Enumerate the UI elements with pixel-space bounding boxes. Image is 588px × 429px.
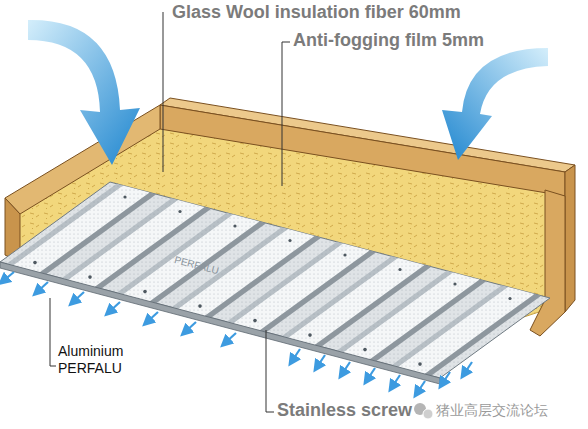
panel-perforation bbox=[0, 182, 550, 378]
air-arrow bbox=[464, 362, 472, 374]
screw bbox=[178, 210, 181, 213]
screw bbox=[233, 224, 236, 227]
airflow-arrow bbox=[442, 48, 548, 160]
screw bbox=[453, 282, 456, 285]
wood-beam-right bbox=[530, 190, 565, 336]
screw bbox=[308, 333, 312, 337]
screw bbox=[88, 275, 92, 279]
leader-lines bbox=[50, 12, 290, 412]
wood-beam-back bbox=[160, 105, 565, 196]
air-arrow bbox=[225, 333, 236, 343]
screw bbox=[418, 362, 422, 366]
air-arrow bbox=[185, 322, 196, 332]
air-arrow bbox=[147, 312, 158, 322]
screw bbox=[508, 297, 511, 300]
leader-line bbox=[163, 12, 164, 172]
air-arrow bbox=[317, 355, 325, 367]
air-arrow bbox=[442, 372, 450, 384]
air-arrow bbox=[417, 381, 425, 393]
screw bbox=[398, 268, 401, 271]
screw bbox=[253, 319, 257, 323]
screw bbox=[288, 239, 291, 242]
air-out-arrows bbox=[3, 272, 472, 393]
wood-beam-right-face bbox=[565, 165, 575, 312]
part-label: Stainless screw bbox=[277, 400, 412, 421]
part-label: Glass Wool insulation fiber 60mm bbox=[172, 2, 461, 23]
air-arrow bbox=[392, 375, 400, 387]
part-label: Aluminium PERFALU bbox=[58, 343, 132, 377]
air-arrow bbox=[109, 302, 120, 312]
air-arrow bbox=[367, 368, 375, 380]
aluminium-panel bbox=[0, 182, 550, 378]
screw bbox=[363, 348, 367, 352]
leader-line bbox=[282, 42, 290, 186]
panel-edge bbox=[0, 262, 440, 384]
air-arrow bbox=[37, 282, 48, 292]
air-arrow bbox=[292, 349, 300, 361]
watermark-icon bbox=[423, 409, 433, 419]
screw bbox=[33, 261, 37, 265]
leader-line bbox=[50, 298, 56, 366]
screw bbox=[343, 253, 346, 256]
leader-line bbox=[266, 330, 274, 412]
screw bbox=[143, 290, 147, 294]
air-arrow bbox=[3, 272, 14, 281]
screws bbox=[33, 195, 511, 366]
airflow-arrow bbox=[28, 20, 140, 165]
panel-brand: PERFALU bbox=[173, 254, 220, 276]
watermark: 猪业高层交流论坛 bbox=[436, 402, 548, 420]
air-arrow bbox=[342, 362, 350, 374]
screw bbox=[123, 195, 126, 198]
air-arrow bbox=[73, 292, 84, 302]
part-label: Anti-fogging film 5mm bbox=[293, 30, 484, 51]
screw bbox=[198, 304, 202, 308]
